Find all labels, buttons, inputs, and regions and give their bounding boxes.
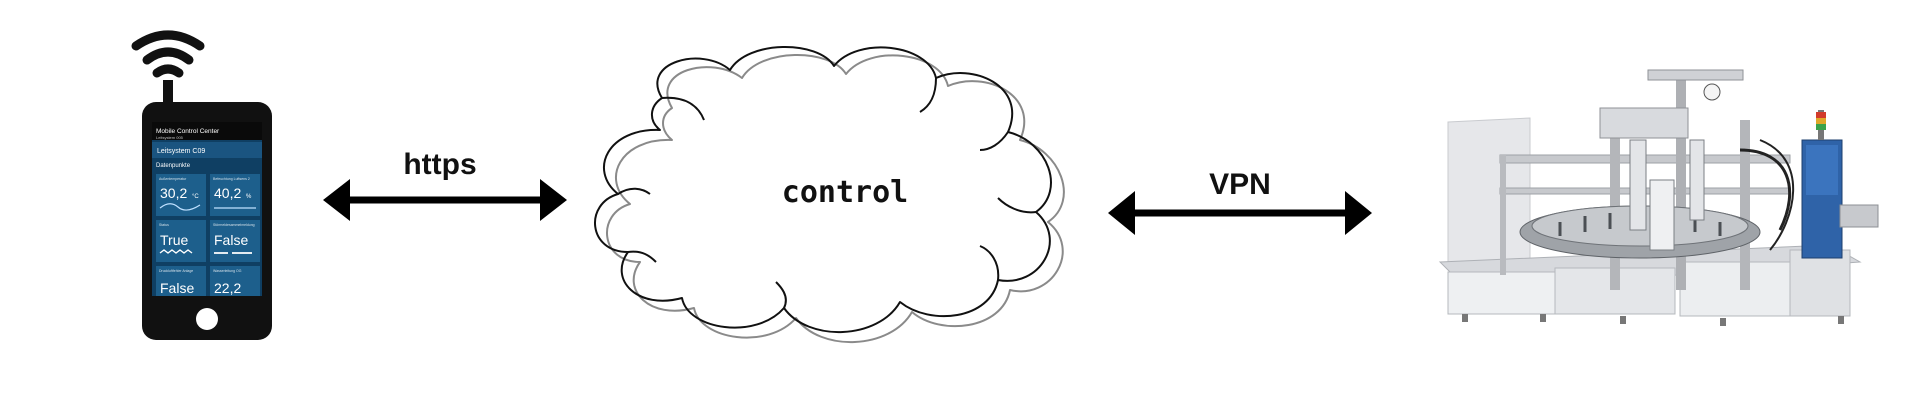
phone-section: Datenpunkte bbox=[156, 163, 191, 169]
svg-text:°C: °C bbox=[192, 194, 199, 200]
https-arrow bbox=[323, 179, 567, 221]
cloud-outline-secondary bbox=[606, 54, 1065, 344]
phone-app-title: Mobile Control Center bbox=[156, 128, 220, 135]
phone-header: Leitsystem C09 bbox=[157, 148, 205, 155]
cloud-label: control bbox=[782, 175, 908, 210]
phone-tiles: Außentemperatur 30,2 °C Befeuchtung Luft… bbox=[156, 174, 260, 300]
https-label: https bbox=[403, 148, 476, 181]
svg-text:Druckluftfehler Anlage: Druckluftfehler Anlage bbox=[159, 269, 193, 273]
tile-value: 40,2 bbox=[214, 185, 241, 201]
svg-text:Wasserleitung OG: Wasserleitung OG bbox=[213, 269, 242, 273]
phone-app-subtitle: Leitsystem 005 bbox=[156, 135, 184, 140]
phone-tile bbox=[156, 220, 206, 262]
tile-value: False bbox=[160, 280, 194, 296]
tile-value: False bbox=[214, 232, 248, 248]
wifi-icon bbox=[131, 30, 205, 78]
tile-value: 22,2 bbox=[214, 280, 241, 296]
svg-text:Befeuchtung Luftsens 2: Befeuchtung Luftsens 2 bbox=[213, 177, 250, 181]
phone-tile bbox=[210, 174, 260, 216]
svg-text:Status: Status bbox=[159, 223, 169, 227]
vpn-arrow bbox=[1108, 191, 1372, 235]
home-button bbox=[196, 308, 218, 330]
phone-tile bbox=[210, 220, 260, 262]
cloud-outline-primary bbox=[594, 46, 1052, 334]
industrial-machine-image bbox=[1438, 69, 1879, 326]
phone-antenna bbox=[163, 80, 173, 104]
arrowhead-right-icon bbox=[1345, 191, 1372, 235]
arrowhead-left-icon bbox=[323, 179, 350, 221]
smartphone: Mobile Control Center Leitsystem 005 Lei… bbox=[131, 30, 272, 340]
svg-text:Störmeldesammelmeldung: Störmeldesammelmeldung bbox=[213, 223, 255, 227]
arrowhead-right-icon bbox=[540, 179, 567, 221]
tile-value: 30,2 bbox=[160, 185, 187, 201]
tile-value: True bbox=[160, 232, 188, 248]
phone-tile bbox=[156, 266, 206, 300]
phone-tile bbox=[210, 266, 260, 300]
vpn-label: VPN bbox=[1209, 168, 1271, 201]
cloud bbox=[594, 46, 1065, 344]
svg-text:%: % bbox=[246, 194, 252, 200]
arrowhead-left-icon bbox=[1108, 191, 1135, 235]
svg-text:Außentemperatur: Außentemperatur bbox=[159, 177, 187, 181]
